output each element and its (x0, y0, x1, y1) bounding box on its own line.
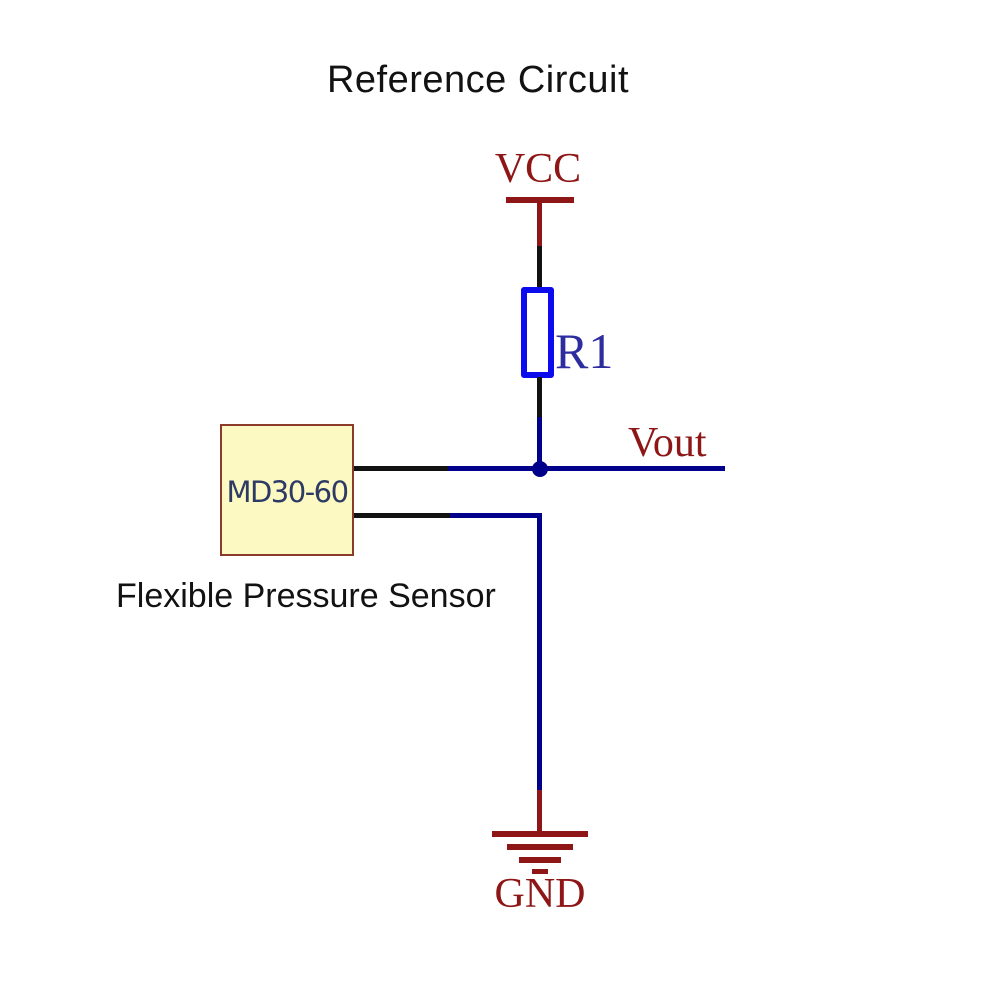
wire-resistor-to-node (537, 377, 542, 418)
vcc-stem-wire (537, 201, 542, 247)
vout-label: Vout (628, 420, 707, 466)
ground-bar-1-icon (492, 831, 588, 837)
wire-vout-net (448, 466, 725, 471)
vcc-power-bar-icon (506, 197, 574, 203)
gnd-label: GND (494, 871, 586, 917)
page-title: Reference Circuit (326, 59, 630, 101)
resistor-r1-body (521, 287, 554, 378)
wire-gnd-stem (537, 790, 542, 834)
sensor-component-box: MD30-60 (220, 424, 354, 556)
wire-sensor-pin1-black (354, 466, 449, 471)
wire-vcc-to-resistor (537, 246, 542, 288)
wire-node-upper (537, 417, 542, 471)
sensor-component-label: MD30-60 (226, 475, 349, 509)
sensor-caption: Flexible Pressure Sensor (116, 577, 496, 615)
wire-sensor-pin2-black (354, 513, 451, 518)
ground-bar-4-icon (532, 869, 548, 874)
wire-sensor-pin2-navy (450, 513, 542, 518)
vcc-label: VCC (494, 146, 582, 192)
resistor-r1-label: R1 (555, 323, 614, 379)
ground-bar-2-icon (507, 844, 573, 850)
ground-bar-3-icon (519, 857, 561, 863)
wire-ground-net-vertical (537, 513, 542, 790)
